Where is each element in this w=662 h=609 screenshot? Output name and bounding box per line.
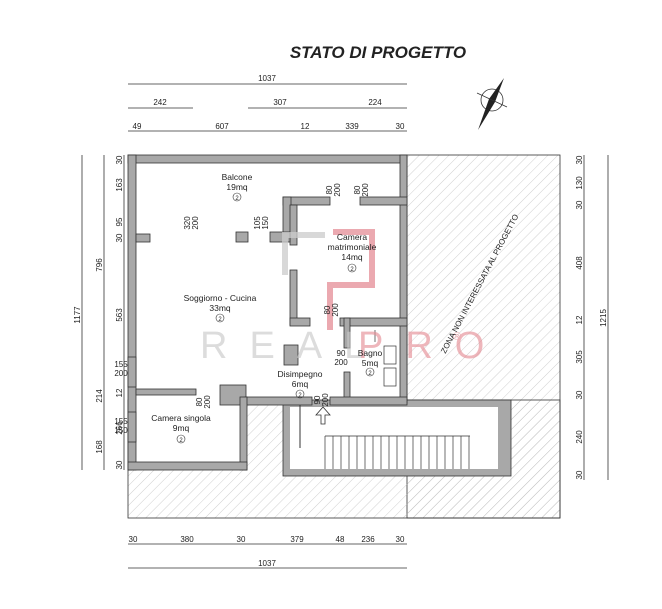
label: 380	[180, 535, 194, 544]
label: 30	[115, 155, 124, 164]
label: 339	[345, 122, 359, 131]
label: 240	[575, 430, 584, 444]
label: 30	[396, 122, 405, 131]
label: 30	[575, 390, 584, 399]
entrance-arrow-icon	[315, 406, 331, 425]
label: 266	[115, 421, 124, 435]
label: 5mq	[362, 358, 379, 368]
label: 155	[114, 360, 128, 369]
label: 150	[261, 216, 270, 230]
label: 30	[396, 535, 405, 544]
label: 49	[133, 122, 142, 131]
label: 12	[301, 122, 310, 131]
label: 607	[215, 122, 229, 131]
label: 2	[350, 267, 354, 273]
label: 19mq	[226, 182, 248, 192]
stairwell	[282, 399, 512, 477]
plan-title: STATO DI PROGETTO	[290, 43, 466, 62]
watermark-pro: PRO	[358, 325, 506, 367]
label: 80	[353, 185, 362, 194]
label: 163	[115, 178, 124, 192]
label: 200	[321, 393, 330, 407]
label: Bagno	[358, 348, 383, 358]
label: 95	[115, 217, 124, 226]
opening-labels: 320 200 105 150 80 200 80 200 155 200 15…	[114, 183, 370, 435]
dimension-labels: 1037 242 307 224 49 607 12 339 30 30 380…	[73, 74, 608, 568]
label: 155	[114, 417, 128, 426]
label: 6mq	[292, 379, 309, 389]
label: 408	[575, 256, 584, 270]
room-camera-matrimoniale: Camera matrimoniale 14mq 2	[328, 232, 377, 273]
label: 9mq	[173, 423, 190, 433]
label: 307	[273, 98, 287, 107]
label: 200	[334, 358, 348, 367]
label: 33mq	[209, 303, 231, 313]
label: matrimoniale	[328, 242, 377, 252]
room-disimpegno: Disimpegno 6mq 2	[278, 369, 323, 399]
walls	[127, 154, 408, 471]
label: 105	[253, 216, 262, 230]
label: 2	[179, 438, 183, 444]
label: 30	[115, 233, 124, 242]
label: 236	[361, 535, 375, 544]
label: 90	[337, 349, 346, 358]
dimension-lines	[81, 83, 609, 569]
label: 150	[114, 426, 128, 435]
label: 379	[290, 535, 304, 544]
label: 563	[115, 308, 124, 322]
label: 200	[331, 303, 340, 317]
label: 796	[95, 258, 104, 272]
label: 30	[237, 535, 246, 544]
label: 130	[575, 176, 584, 190]
label: 30	[129, 535, 138, 544]
label: 320	[183, 216, 192, 230]
label: 14mq	[341, 252, 363, 262]
watermark-registered: ®	[453, 331, 461, 343]
label: 305	[575, 350, 584, 364]
label: 2	[298, 393, 302, 399]
room-soggiorno-cucina: Soggiorno - Cucina 33mq 2	[184, 293, 257, 323]
label: Camera	[337, 232, 368, 242]
label: 30	[575, 155, 584, 164]
label: 200	[203, 395, 212, 409]
room-balcone: Balcone 19mq 2	[222, 172, 253, 202]
label: 242	[153, 98, 167, 107]
label: 1037	[258, 559, 276, 568]
label: 2	[235, 196, 239, 202]
label: 214	[95, 389, 104, 403]
label: 200	[114, 369, 128, 378]
label: Soggiorno - Cucina	[184, 293, 257, 303]
realpro-logo: REAL PRO ®	[200, 229, 506, 367]
label: Balcone	[222, 172, 253, 182]
label: Disimpegno	[278, 369, 323, 379]
north-arrow-icon	[476, 78, 508, 130]
label: 1037	[258, 74, 276, 83]
label: Camera singola	[151, 413, 211, 423]
room-camera-singola: Camera singola 9mq 2	[151, 413, 211, 444]
room-bagno: Bagno 5mq 2	[358, 348, 383, 377]
label: 2	[368, 371, 372, 377]
label: 12	[115, 388, 124, 397]
label: 30	[575, 470, 584, 479]
label: 1215	[599, 309, 608, 327]
label: 30	[115, 460, 124, 469]
label: 2	[218, 317, 222, 323]
label: 90	[313, 395, 322, 404]
label: 48	[336, 535, 345, 544]
label: 200	[191, 216, 200, 230]
label: 80	[325, 185, 334, 194]
label: 80	[323, 305, 332, 314]
label: 224	[368, 98, 382, 107]
label: 80	[195, 397, 204, 406]
label: 168	[95, 440, 104, 454]
label: 12	[575, 315, 584, 324]
label: 1177	[73, 306, 82, 324]
watermark-real: REAL	[200, 325, 387, 367]
label: 30	[575, 200, 584, 209]
label: 200	[361, 183, 370, 197]
bathroom-fixtures	[374, 330, 397, 387]
label: 200	[333, 183, 342, 197]
